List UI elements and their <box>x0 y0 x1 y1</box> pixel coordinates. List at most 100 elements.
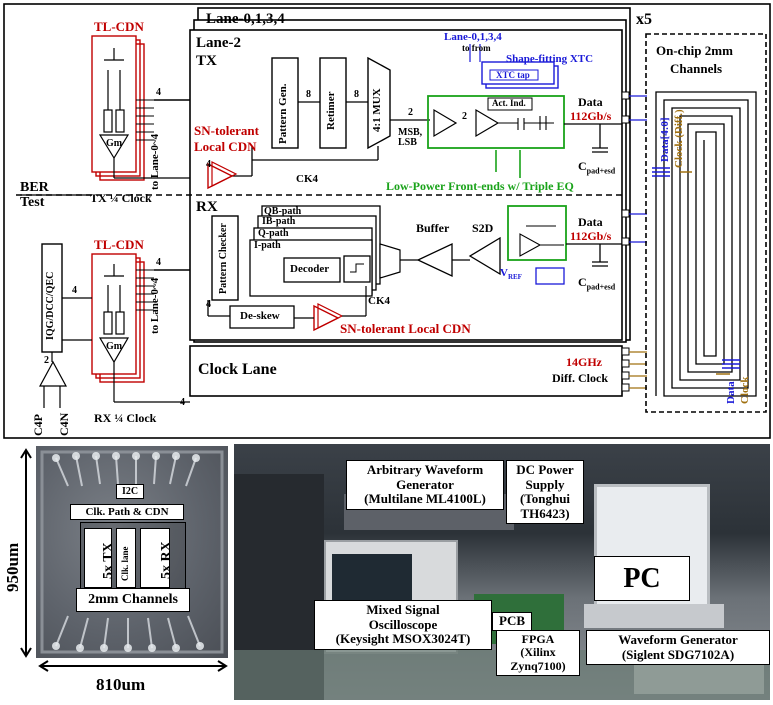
fpga-label: FPGA (Xilinx Zynq7100) <box>496 630 580 677</box>
channel-clock-arrows <box>680 171 730 375</box>
ck4-rx-label: CK4 <box>368 295 390 307</box>
bus-width-rxclk: 4 <box>180 397 185 408</box>
rate-rx-label: 112Gb/s <box>570 229 612 243</box>
tl-cdn-top-cap-r <box>115 109 125 133</box>
clk-pad-3 <box>621 371 630 380</box>
rx-local-cdn-triangle-2 <box>317 303 344 329</box>
die-bondwires <box>40 450 224 654</box>
channels-label: Channels <box>670 61 723 76</box>
mso-line3: (Keysight MSOX3024T) <box>335 631 471 647</box>
tx-frontend-box <box>427 95 565 149</box>
bondwires <box>55 455 201 649</box>
die-clk-lane-text: Clk. lane <box>120 546 130 581</box>
to-lane-top-label: to Lane-0~4 <box>149 133 161 190</box>
de-skew-block <box>229 305 295 329</box>
tl-cdn-bot-outputs <box>136 269 154 311</box>
msb-lsb-label: MSB, LSB <box>398 127 423 148</box>
rx-datapath <box>207 243 622 317</box>
ck4-tx-label: CK4 <box>296 173 318 185</box>
bus-width-c4: 2 <box>44 355 49 366</box>
channel-spiral-outer <box>655 91 757 397</box>
fpga-line1: FPGA <box>521 632 555 646</box>
clk-pad-4 <box>621 383 630 392</box>
s2d-triangle <box>468 236 501 276</box>
cpad-tx-main: C <box>578 159 587 173</box>
die-tx-label: 5x TX <box>84 528 116 588</box>
rx-pad-1 <box>621 209 630 218</box>
cpad-rx-sub: pad+esd <box>586 282 616 292</box>
retimer-label: Retimer <box>325 91 337 130</box>
de-skew-label: De-skew <box>240 310 280 322</box>
mso-label: Mixed Signal Oscilloscope (Keysight MSOX… <box>314 600 492 650</box>
lane2-title: Lane-2 <box>196 35 241 51</box>
data-rx-label: Data <box>578 215 603 229</box>
pc-label: PC <box>594 556 690 602</box>
clock-lane-label: Clock Lane <box>198 361 277 378</box>
qb-path-label: QB-path <box>264 206 302 217</box>
schematic-outer-frame <box>3 3 771 439</box>
bus-width-mux: 2 <box>408 107 413 118</box>
mux-label: 4:1 MUX <box>371 88 383 132</box>
tx-pad-2 <box>621 115 630 124</box>
iqg-label: IQG/DCC/QEC <box>45 271 56 340</box>
tl-cdn-bot-gm-triangle <box>98 337 130 364</box>
awg-line3: (Multilane ML4100L) <box>364 491 486 507</box>
i-path-label: I-path <box>254 240 281 251</box>
tx-output-line <box>564 123 622 153</box>
die-i2c-label: I2C <box>116 484 144 500</box>
vref-box <box>535 267 565 285</box>
cpad-tx-sub: pad+esd <box>586 166 616 176</box>
die-width-label: 810um <box>96 675 146 694</box>
rx-clock-wire <box>294 286 367 319</box>
rx-eq <box>519 225 564 257</box>
vref-label: VREF <box>500 268 522 281</box>
clk-pad-2 <box>621 359 630 368</box>
bus-width-tx: 4 <box>156 87 161 98</box>
fpga-line3: Zynq7100) <box>510 658 566 673</box>
low-power-label: Low-Power Front-ends w/ Triple EQ <box>386 179 574 193</box>
rx-title: RX <box>196 199 218 215</box>
xtc-arrows <box>469 44 481 62</box>
gm-top-label: Gm <box>106 138 123 149</box>
cpad-rx-label: Cpad+esd <box>578 276 615 291</box>
low-power-arrows <box>495 150 521 178</box>
laptop-base <box>584 604 724 628</box>
decoder-block <box>283 257 341 283</box>
tx-clock-label: TX ¼ Clock <box>90 191 152 205</box>
clock-br-label: Clock <box>739 376 751 405</box>
die-tx-text: 5x TX <box>101 542 116 579</box>
act-ind-block <box>487 97 533 111</box>
lane-to-from-l2: to from <box>462 43 491 53</box>
lane-multiplier: x5 <box>636 11 652 28</box>
shape-fitting-label: Shape-fitting XTC <box>506 53 594 65</box>
clk-pad-1 <box>621 347 630 356</box>
sn-local-cdn-tx-l2: Local CDN <box>194 139 257 154</box>
tl-cdn-top-outputs <box>136 99 154 141</box>
tl-cdn-bot-cap-r <box>115 311 125 335</box>
tx-channel-link <box>629 95 647 121</box>
bus-width-fe: 2 <box>462 111 467 122</box>
die-rx-label: 5x RX <box>140 528 174 588</box>
rx-mux-shape <box>379 243 401 279</box>
tl-cdn-top-inductors <box>104 48 124 110</box>
clock-wires <box>20 158 190 408</box>
tx-driver-2 <box>475 108 500 138</box>
on-chip-label: On-chip 2mm <box>656 43 733 58</box>
lane-group-title: Lane-0,1,3,4 <box>206 11 285 27</box>
tl-cdn-bottom-label: TL-CDN <box>94 237 144 252</box>
c4n-label: C4N <box>57 412 71 436</box>
xtc-tap-box <box>489 69 539 81</box>
bus-width-rx: 4 <box>156 257 161 268</box>
awg-label: Arbitrary Waveform Generator (Multilane … <box>346 460 504 510</box>
tx-eq-rc <box>498 116 554 130</box>
tl-cdn-bot-inductors <box>104 264 124 320</box>
channel-data-arrows <box>652 167 740 369</box>
vref-sub: REF <box>507 273 522 282</box>
cpad-tx-label: Cpad+esd <box>578 160 615 175</box>
clk-channel-link <box>629 351 647 389</box>
lane-to-from-l1: Lane-0,1,3,4 <box>444 31 502 43</box>
gm-bottom-label: Gm <box>106 341 123 352</box>
s2d-label: S2D <box>472 221 494 235</box>
tx-local-cdn-triangle-2 <box>211 161 238 187</box>
die-height-label: 950um <box>3 542 22 592</box>
